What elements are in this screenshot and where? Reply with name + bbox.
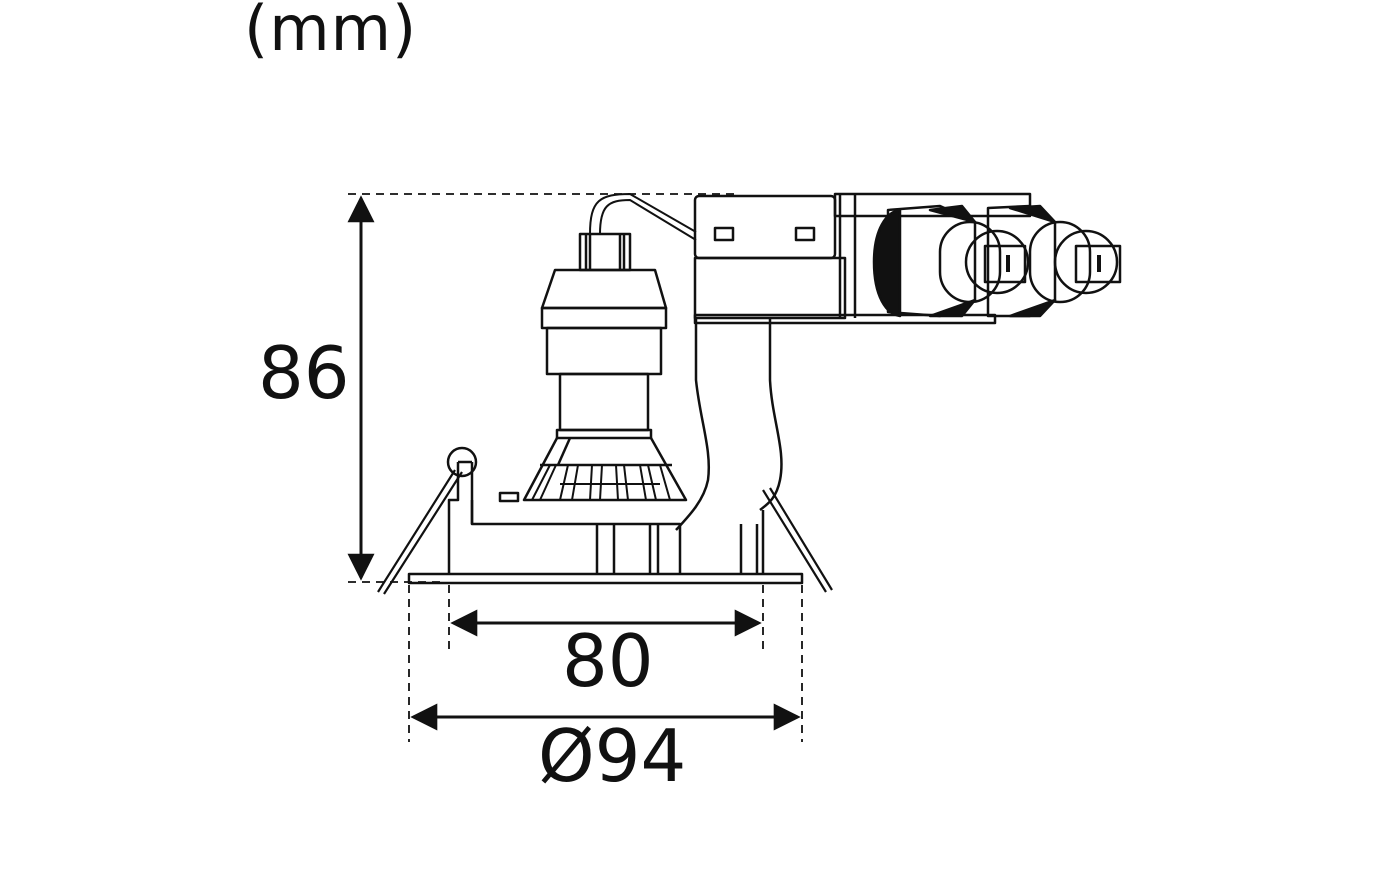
bezel xyxy=(407,446,804,585)
height-dimension-label: 86 xyxy=(258,331,350,415)
driver-bracket xyxy=(675,318,783,531)
driver-housing xyxy=(693,192,1032,325)
inner-width-dimension-label: 80 xyxy=(562,619,654,703)
unit-label: (mm) xyxy=(244,0,418,65)
width-dimension-lines xyxy=(408,585,803,742)
spring-clips xyxy=(377,469,833,595)
lamp xyxy=(522,193,697,502)
connectors xyxy=(872,204,1122,318)
outer-diameter-dimension-label: Ø94 xyxy=(538,714,687,798)
